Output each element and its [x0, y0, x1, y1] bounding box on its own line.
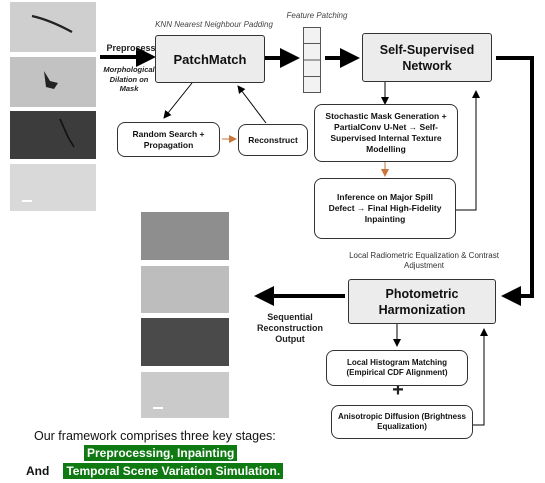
- reconstruct-box: Reconstruct: [238, 124, 308, 156]
- highlight-stages-2: Temporal Scene Variation Simulation.: [63, 463, 284, 479]
- feature-patch-stack: [303, 27, 321, 93]
- random-search-box: Random Search + Propagation: [117, 122, 220, 157]
- output-image-3: [141, 318, 229, 366]
- inference-box: Inference on Major Spill Defect → Final …: [314, 178, 456, 239]
- preprocess-label: Preprocess: [106, 43, 156, 53]
- photometric-harmonization-box: Photometric Harmonization: [348, 279, 496, 324]
- patchmatch-box: PatchMatch: [155, 35, 265, 83]
- morphological-dilation-label: Morphological Dilation on Mask: [103, 65, 155, 93]
- output-image-2: [141, 266, 229, 313]
- local-radiometric-label: Local Radiometric Equalization & Contras…: [349, 251, 499, 270]
- output-image-1: [141, 212, 229, 260]
- self-supervised-network-box: Self-Supervised Network: [362, 33, 492, 82]
- feature-patching-label: Feature Patching: [286, 11, 348, 20]
- caption-and: And: [26, 464, 50, 478]
- knn-label: KNN Nearest Neighbour Padding: [155, 20, 273, 29]
- input-image-4: [10, 164, 96, 211]
- caption-line-2: Preprocessing, Inpainting: [84, 445, 238, 461]
- anisotropic-diffusion-box: Anisotropic Diffusion (Brightness Equali…: [331, 405, 473, 439]
- caption-line-1: Our framework comprises three key stages…: [34, 429, 276, 443]
- input-image-3: [10, 111, 96, 159]
- plus-sign: +: [392, 379, 404, 401]
- stochastic-mask-box: Stochastic Mask Generation + PartialConv…: [314, 104, 458, 162]
- caption-line-3: And Temporal Scene Variation Simulation.: [26, 463, 284, 479]
- input-image-1: [10, 2, 96, 52]
- sequential-output-label: Sequential Reconstruction Output: [256, 312, 323, 344]
- output-image-4: [141, 372, 229, 418]
- highlight-stages-1: Preprocessing, Inpainting: [84, 445, 238, 461]
- histogram-matching-box: Local Histogram Matching (Empirical CDF …: [326, 350, 468, 386]
- input-image-2: [10, 57, 96, 107]
